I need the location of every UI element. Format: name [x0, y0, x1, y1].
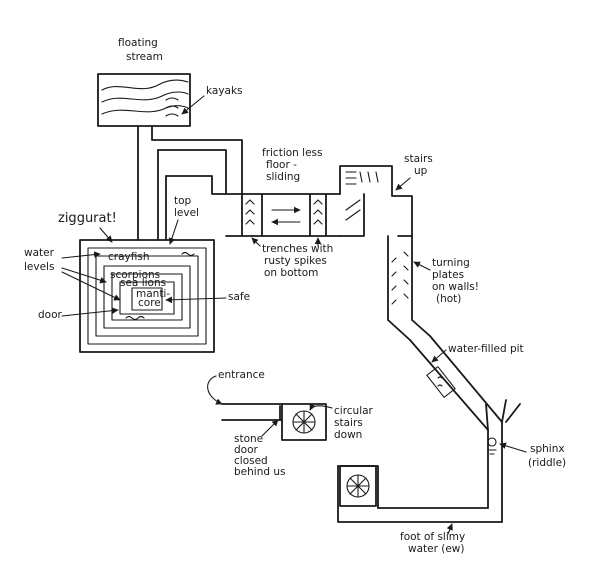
floating-stream-room	[97, 73, 191, 127]
svg-text:sliding: sliding	[266, 171, 300, 183]
label-trenches: trenches with rusty spikes on bottom	[251, 237, 333, 279]
label-kayaks: kayaks	[181, 85, 243, 115]
label-stairs-up: stairs up	[395, 153, 433, 191]
label-water-levels: water levels	[24, 247, 121, 301]
svg-text:floor -: floor -	[266, 159, 297, 171]
svg-text:friction less: friction less	[262, 147, 322, 159]
svg-text:floating: floating	[118, 37, 158, 49]
label-floating-stream: floating stream	[118, 37, 163, 63]
svg-text:manti-: manti-	[136, 288, 170, 300]
slimy-water-corridor	[337, 465, 503, 523]
svg-text:safe: safe	[228, 291, 250, 303]
svg-text:entrance: entrance	[218, 369, 265, 381]
svg-text:water: water	[24, 247, 55, 259]
label-frictionless: friction less floor - sliding	[262, 147, 322, 183]
svg-text:on bottom: on bottom	[264, 267, 318, 279]
label-scorpions: scorpions	[110, 269, 160, 281]
label-ziggurat: ziggurat!	[58, 211, 117, 243]
svg-text:core: core	[138, 297, 161, 309]
label-crayfish: crayfish	[108, 251, 149, 263]
svg-text:circular: circular	[334, 405, 374, 417]
label-top-level: top level	[168, 195, 199, 245]
svg-text:ziggurat!: ziggurat!	[58, 211, 117, 226]
frictionless-hall	[225, 193, 341, 237]
svg-text:level: level	[174, 207, 199, 219]
label-stone-door: stone door closed behind us	[234, 419, 285, 478]
svg-text:up: up	[414, 165, 428, 177]
label-manticore: manti- core	[136, 288, 170, 309]
stairs-up-room	[339, 165, 413, 237]
svg-text:down: down	[334, 429, 362, 441]
svg-text:water (ew): water (ew)	[408, 543, 465, 555]
svg-text:foot of slimy: foot of slimy	[400, 531, 465, 543]
turning-plates-corridor	[387, 235, 431, 341]
label-sphinx: sphinx (riddle)	[499, 442, 566, 469]
svg-text:plates: plates	[432, 269, 464, 281]
svg-text:stairs: stairs	[404, 153, 433, 165]
svg-text:trenches with: trenches with	[262, 243, 333, 255]
svg-text:behind us: behind us	[234, 466, 285, 478]
svg-text:(hot): (hot)	[436, 293, 461, 305]
bottom-stair-room	[339, 465, 377, 507]
label-door: door	[38, 307, 119, 321]
svg-text:stairs: stairs	[334, 417, 363, 429]
svg-text:stone: stone	[234, 433, 263, 445]
svg-text:closed: closed	[234, 455, 268, 467]
label-circular-stairs: circular stairs down	[309, 403, 374, 441]
label-water-filled-pit: water-filled pit	[431, 343, 524, 363]
svg-text:(riddle): (riddle)	[528, 457, 566, 469]
svg-text:turning: turning	[432, 257, 470, 269]
label-sea-lions: sea lions	[120, 277, 166, 289]
ziggurat	[79, 239, 215, 353]
svg-text:door: door	[234, 444, 259, 456]
svg-text:top: top	[174, 195, 192, 207]
svg-text:on walls!: on walls!	[432, 281, 479, 293]
label-safe: safe	[165, 291, 250, 304]
water-pit-corridor	[409, 335, 503, 431]
svg-text:water-filled pit: water-filled pit	[448, 343, 524, 355]
label-entrance: entrance	[207, 369, 265, 405]
svg-text:sphinx: sphinx	[530, 443, 565, 455]
label-turning-plates: turning plates on walls! (hot)	[413, 257, 479, 305]
svg-text:rusty spikes: rusty spikes	[264, 255, 327, 267]
stream-corridor	[137, 125, 243, 241]
label-slimy-water: foot of slimy water (ew)	[400, 523, 465, 555]
svg-text:kayaks: kayaks	[206, 85, 243, 97]
svg-text:door: door	[38, 309, 63, 321]
svg-text:levels: levels	[24, 261, 54, 273]
sphinx-junction	[485, 399, 521, 523]
svg-text:stream: stream	[126, 51, 163, 63]
